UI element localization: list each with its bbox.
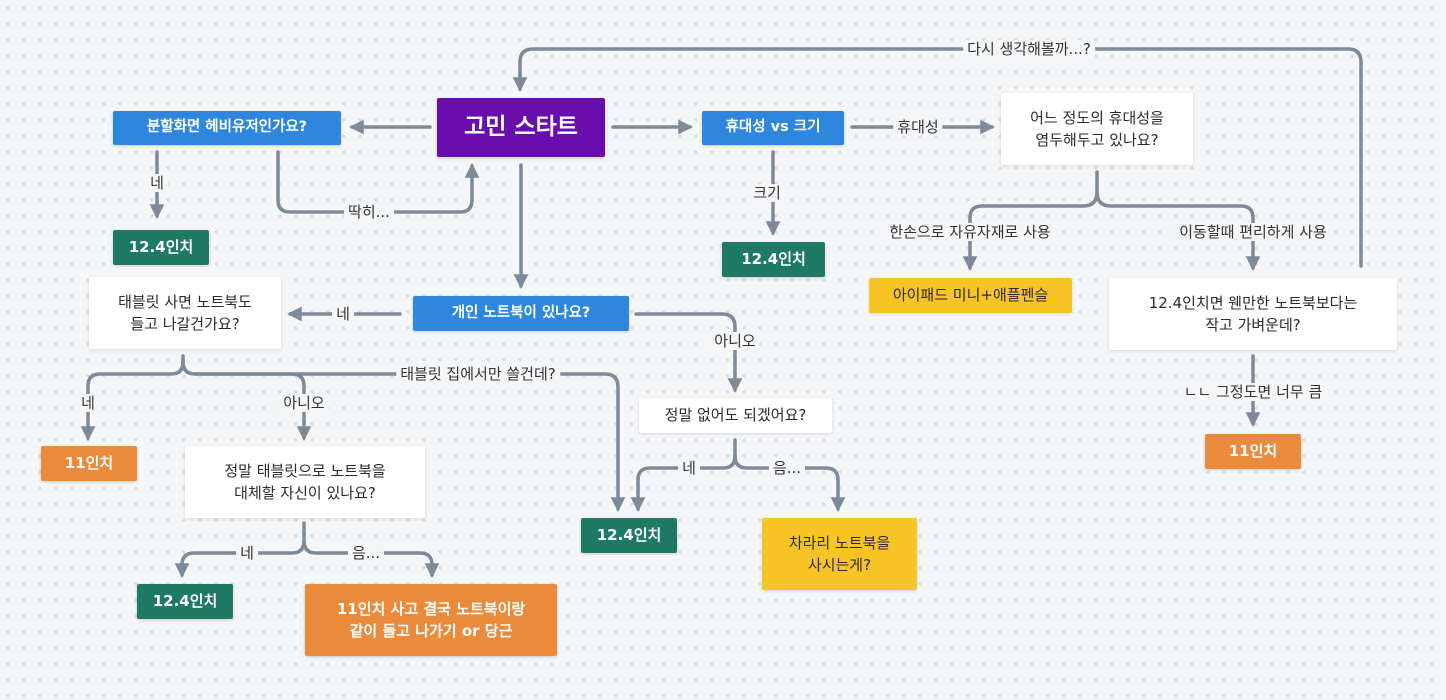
lighter-than-laptop-note: 12.4인치면 웬만한 노트북보다는 작고 가벼운데? [1109,278,1397,350]
start-node: 고민 스타트 [437,98,605,157]
replace-laptop-question: 정말 태블릿으로 노트북을 대체할 자신이 있나요? [185,446,425,518]
portability-degree-question: 어느 정도의 휴대성을 염두해두고 있나요? [1001,93,1193,165]
edge-label-one-hand: 한손으로 자유자재로 사용 [885,223,1055,241]
edge-nolaptop-brace-right [733,454,846,512]
result-11-too-big: 11인치 [1205,434,1301,469]
buy-laptop-suggestion: 차라리 노트북을 사시는게? [762,518,917,590]
edge-label-carry-yes: 네 [77,394,99,412]
edge-label-nolaptop-yes: 네 [678,459,700,477]
split-screen-question: 분할화면 헤비유저인가요? [113,111,341,145]
edge-label-carry-no: 아니오 [279,394,329,412]
edge-label-nolaptop-hmm: 음... [768,459,806,477]
edge-carry-brace [80,354,185,441]
edge-label-on-the-move: 이동할때 편리하게 사용 [1175,223,1331,241]
edge-home-only [193,372,626,512]
edge-label-home-only: 태블릿 집에서만 쓸건데? [396,365,560,383]
result-11-combo: 11인치 사고 결국 노트북이랑 같이 들고 나가기 or 당근 [305,584,557,656]
edge-label-size: 크기 [749,184,785,202]
edge-label-too-big: ㄴㄴ 그정도면 너무 큼 [1179,383,1327,401]
result-11-carry: 11인치 [41,446,137,481]
edge-laptop-no [634,312,743,393]
edge-degree-brace [962,170,1099,271]
edge-rethink [512,47,1363,268]
laptop-question: 개인 노트북이 있나요? [413,296,629,331]
edge-label-rethink: 다시 생각해볼까...? [963,40,1095,58]
edge-label-replace-hmm: 음... [347,544,385,562]
edge-label-portability: 휴대성 [893,118,943,136]
edge-replace-brace-right [302,539,440,578]
portability-vs-size: 휴대성 vs 크기 [702,111,844,145]
edge-label-replace-yes: 네 [236,544,258,562]
edge-label-split-yes: 네 [146,174,168,192]
result-12-4-split: 12.4인치 [113,230,209,265]
edge-label-laptop-yes: 네 [332,305,354,323]
tablet-carry-question: 태블릿 사면 노트북도 들고 나갈건가요? [89,277,281,349]
edge-label-laptop-no: 아니오 [710,332,760,350]
result-12-4-size: 12.4인치 [722,242,825,277]
really-no-laptop-question: 정말 없어도 되겠어요? [639,398,832,433]
edge-label-split-not-really: 딱히... [344,203,394,221]
edge-degree-brace-right [1095,190,1261,271]
ipad-mini-result: 아이패드 미니+애플펜슬 [869,278,1072,313]
result-12-4-replace: 12.4인치 [137,584,233,619]
result-12-4-home: 12.4인치 [581,518,677,553]
